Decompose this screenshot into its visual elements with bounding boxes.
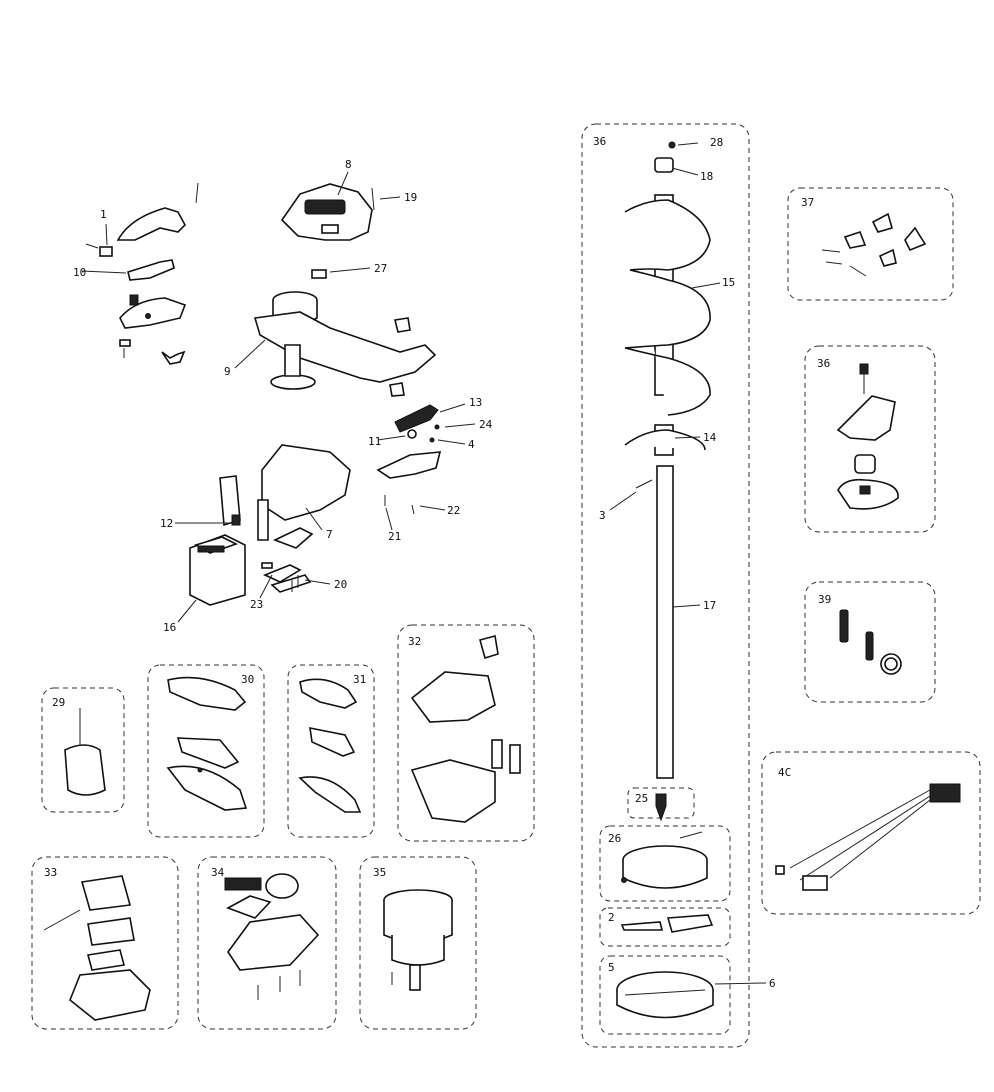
- label-8: 8: [345, 158, 352, 171]
- auger-parts: [599, 141, 731, 1035]
- label-20: 20: [334, 578, 347, 591]
- label-12: 12: [160, 517, 173, 530]
- label-28: 28: [710, 136, 723, 149]
- box-34: [197, 856, 337, 1030]
- label-18: 18: [700, 170, 713, 183]
- label-32: 32: [408, 635, 421, 648]
- box-35-parts: [383, 889, 453, 991]
- box-36b: [804, 345, 936, 533]
- label-17: 17: [703, 599, 716, 612]
- label-15: 15: [722, 276, 735, 289]
- label-36a: 36: [593, 135, 606, 148]
- motor-cover-8: [280, 183, 375, 279]
- label-16: 16: [163, 621, 176, 634]
- label-10: 10: [73, 266, 86, 279]
- label-9: 9: [224, 365, 231, 378]
- label-14: 14: [703, 431, 717, 444]
- label-37: 37: [801, 196, 814, 209]
- box-35: [359, 856, 477, 1030]
- label-4: 4: [468, 438, 475, 451]
- box-40-parts: [775, 783, 961, 891]
- label-40: 4C: [778, 766, 791, 779]
- switch-parts: [376, 404, 442, 515]
- box-30-parts: [166, 676, 248, 811]
- box-32-parts: [410, 635, 521, 823]
- label-23: 23: [250, 598, 263, 611]
- box-31: [287, 664, 375, 838]
- auger-box: [581, 123, 750, 1048]
- label-7: 7: [326, 528, 333, 541]
- box-39: [804, 581, 936, 703]
- label-25: 25: [635, 792, 648, 805]
- label-30: 30: [241, 673, 254, 686]
- box-33: [31, 856, 179, 1030]
- box-34-parts: [224, 873, 320, 1000]
- box-31-parts: [298, 678, 362, 813]
- battery-16: [189, 534, 246, 606]
- label-31: 31: [353, 673, 366, 686]
- label-5: 5: [608, 961, 615, 974]
- box-40: [761, 751, 981, 915]
- label-29: 29: [52, 696, 65, 709]
- label-36b: 36: [817, 357, 830, 370]
- label-1: 1: [100, 208, 107, 221]
- label-26: 26: [608, 832, 621, 845]
- box-33-parts: [43, 875, 151, 1021]
- label-2: 2: [608, 911, 615, 924]
- label-13: 13: [469, 396, 482, 409]
- box-29: [41, 687, 125, 813]
- label-11: 11: [368, 435, 381, 448]
- label-33: 33: [44, 866, 57, 879]
- box-30: [147, 664, 265, 838]
- box-37-parts: [821, 212, 927, 277]
- box-39-parts: [839, 609, 902, 675]
- label-6: 6: [769, 977, 776, 990]
- label-21: 21: [388, 530, 401, 543]
- label-19: 19: [404, 191, 417, 204]
- label-3: 3: [599, 509, 606, 522]
- label-39: 39: [818, 593, 831, 606]
- label-34: 34: [211, 866, 225, 879]
- box-32: [397, 624, 535, 842]
- label-24: 24: [479, 418, 493, 431]
- box-37: [787, 187, 954, 301]
- motor-frame-9: [253, 291, 437, 397]
- box-36b-parts: [836, 363, 899, 510]
- callout-leaders: [81, 142, 767, 985]
- handle-assembly: [85, 182, 199, 365]
- label-27: 27: [374, 262, 387, 275]
- label-35: 35: [373, 866, 386, 879]
- housing-7: [219, 444, 351, 593]
- label-22: 22: [447, 504, 460, 517]
- box-29-parts: [64, 708, 106, 796]
